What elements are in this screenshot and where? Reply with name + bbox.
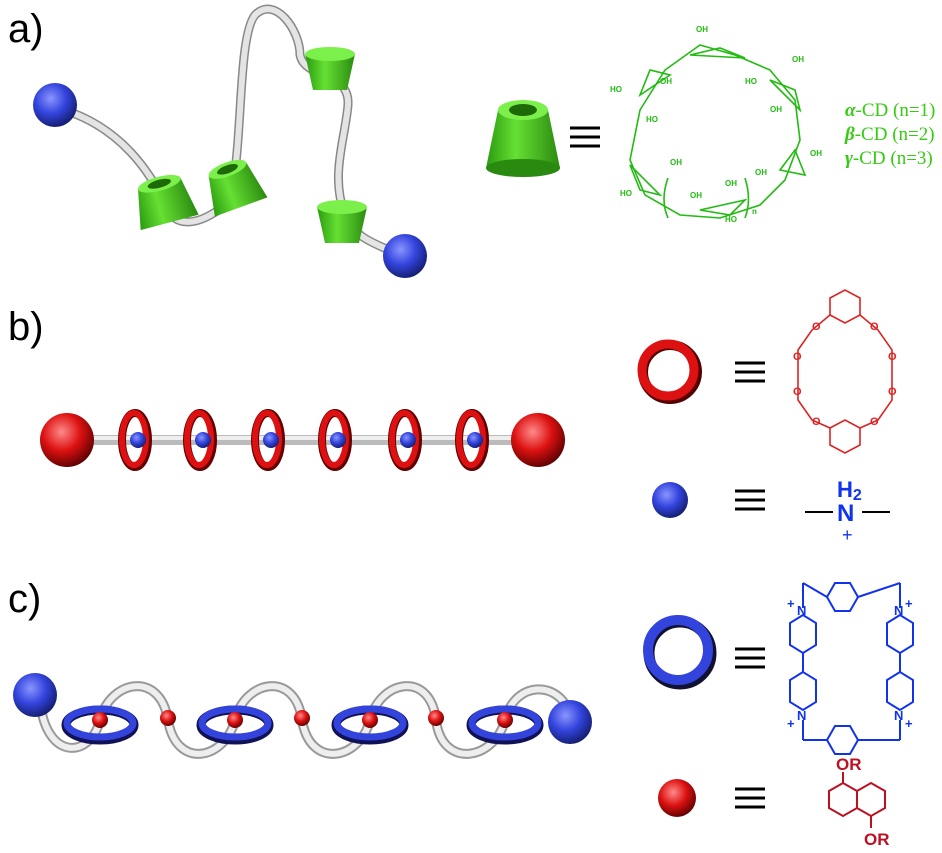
svg-text:+: + <box>842 525 853 545</box>
crown-ether-oxygen-labels: O O O O O O O O <box>793 321 897 428</box>
svg-text:OH: OH <box>725 179 737 188</box>
svg-text:HO: HO <box>610 85 622 94</box>
svg-text:+: + <box>905 716 913 731</box>
svg-text:+: + <box>905 596 913 611</box>
svg-text:HO: HO <box>745 77 757 86</box>
svg-text:γ-CD (n=3): γ-CD (n=3) <box>845 148 933 169</box>
cyclodextrin-type-labels: α-CD (n=1) β-CD (n=2) γ-CD (n=3) <box>844 100 935 169</box>
cyclodextrin-structure <box>629 44 807 219</box>
svg-text:N: N <box>837 500 854 527</box>
svg-text:n: n <box>752 207 757 216</box>
svg-text:OH: OH <box>660 77 672 86</box>
crown-ether-ring <box>118 409 152 471</box>
svg-text:OH: OH <box>810 149 822 158</box>
svg-text:OH: OH <box>690 191 702 200</box>
naphthalene-site-sphere <box>294 710 310 726</box>
svg-text:HO: HO <box>725 215 737 224</box>
svg-text:α-CD (n=1): α-CD (n=1) <box>845 100 935 121</box>
ammonium-structure: H2 N + <box>805 477 890 545</box>
crown-ether-legend-ring <box>637 339 702 404</box>
svg-text:N: N <box>894 603 903 618</box>
ammonium-site-sphere <box>467 432 483 448</box>
ammonium-site-sphere <box>400 432 416 448</box>
ammonium-site-sphere <box>130 432 146 448</box>
dialkoxynaphthalene-structure <box>828 772 886 828</box>
svg-text:O: O <box>888 386 897 398</box>
svg-text:OH: OH <box>792 55 804 64</box>
svg-text:H2: H2 <box>837 477 862 504</box>
naphthalene-site-sphere <box>428 710 444 726</box>
blue-stopper-sphere <box>383 234 427 278</box>
svg-text:N: N <box>797 708 806 723</box>
crown-ether-ring <box>318 409 352 471</box>
svg-text:HO: HO <box>646 115 658 124</box>
naphthalene-legend-sphere <box>658 779 696 817</box>
svg-text:O: O <box>793 351 802 363</box>
cyclobis-paraquat-structure <box>789 582 914 755</box>
svg-text:O: O <box>812 416 821 428</box>
panel-label-a: a) <box>8 7 44 51</box>
alkoxy-labels: OR OR <box>836 755 890 849</box>
cyclophane-ring <box>196 705 274 745</box>
crown-ether-ring <box>388 409 422 471</box>
cyclophane-rings-c <box>61 705 544 745</box>
blue-stopper-sphere <box>33 83 77 127</box>
crown-ether-rings-b <box>118 409 489 471</box>
cyclophane-ring <box>61 705 139 745</box>
ammonium-site-sphere <box>195 432 211 448</box>
panel-label-b: b) <box>8 305 44 349</box>
svg-text:N: N <box>797 603 806 618</box>
svg-text:O: O <box>870 321 879 333</box>
panel-label-c: c) <box>8 577 41 621</box>
svg-text:O: O <box>870 416 879 428</box>
cyclophane-ring <box>466 705 544 745</box>
svg-text:OR: OR <box>836 755 862 774</box>
naphthalene-site-sphere <box>362 712 378 728</box>
red-stopper-sphere <box>40 413 94 467</box>
cyclodextrin-group-labels: OH OH HO OH HO HO OH OH HO OH OH OH HO O… <box>610 25 822 224</box>
equivalence-symbol <box>735 489 765 511</box>
crown-ether-structure <box>797 289 893 454</box>
equivalence-symbol <box>735 647 765 669</box>
blue-stopper-sphere <box>13 673 57 717</box>
blue-stopper-sphere <box>548 700 592 744</box>
svg-text:HO: HO <box>620 189 632 198</box>
ammonium-legend-sphere <box>652 482 688 518</box>
svg-text:OH: OH <box>696 25 708 34</box>
crown-ether-ring <box>251 409 285 471</box>
svg-text:OH: OH <box>770 105 782 114</box>
crown-ether-ring <box>183 409 217 471</box>
crown-ether-ring <box>455 409 489 471</box>
svg-text:OH: OH <box>670 158 682 167</box>
naphthalene-site-sphere <box>227 712 243 728</box>
cyclophane-legend-ring <box>643 615 717 690</box>
cyclodextrin-legend-icon <box>486 100 560 177</box>
equivalence-symbol <box>735 361 765 383</box>
ammonium-site-sphere <box>263 432 279 448</box>
naphthalene-site-sphere <box>160 710 176 726</box>
svg-text:OH: OH <box>755 168 767 177</box>
red-stopper-sphere <box>511 413 565 467</box>
equivalence-symbol <box>570 126 600 148</box>
svg-text:OR: OR <box>864 830 890 849</box>
cyclodextrin-rings-a <box>137 47 367 243</box>
svg-text:β-CD (n=2): β-CD (n=2) <box>844 124 935 145</box>
rotaxane-rod-b <box>65 435 540 445</box>
cyclophane-ring <box>331 705 409 745</box>
svg-text:O: O <box>812 321 821 333</box>
naphthalene-site-sphere <box>92 712 108 728</box>
equivalence-symbol <box>735 787 765 809</box>
svg-text:O: O <box>793 386 802 398</box>
svg-text:O: O <box>888 351 897 363</box>
ammonium-site-sphere <box>330 432 346 448</box>
naphthalene-site-sphere <box>497 712 513 728</box>
svg-text:+: + <box>787 716 795 731</box>
svg-text:+: + <box>787 596 795 611</box>
pyridinium-labels: N+ N+ N+ N+ <box>787 596 913 731</box>
svg-text:N: N <box>894 708 903 723</box>
